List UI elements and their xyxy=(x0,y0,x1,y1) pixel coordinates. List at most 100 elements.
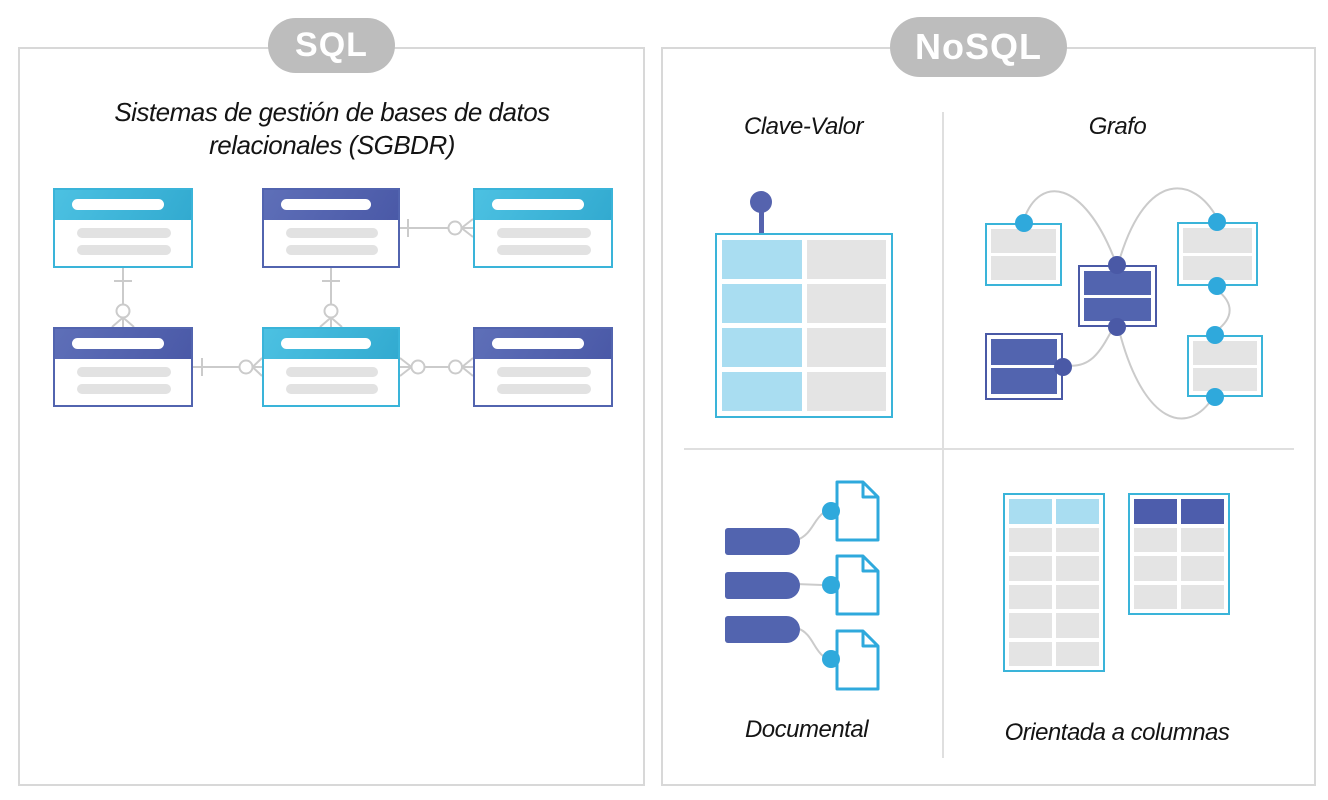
field-placeholder-bar xyxy=(286,367,378,377)
field-placeholder-bar xyxy=(497,228,591,238)
graph-node-icon xyxy=(1187,335,1263,397)
document-label: Documental xyxy=(744,716,869,743)
title-placeholder-bar xyxy=(281,338,371,349)
er-table-body xyxy=(475,359,611,394)
field-placeholder-bar xyxy=(497,367,591,377)
title-placeholder-bar xyxy=(72,338,164,349)
document-icon xyxy=(835,629,880,691)
er-table-header xyxy=(55,329,191,359)
field-placeholder-bar xyxy=(286,384,378,394)
graph-port-icon xyxy=(1208,213,1226,231)
graph-port-icon xyxy=(1054,358,1072,376)
key-cell xyxy=(722,240,802,279)
table-cell xyxy=(1056,641,1099,666)
table-cell xyxy=(1009,556,1052,581)
field-placeholder-bar xyxy=(286,245,378,255)
field-placeholder-bar xyxy=(77,384,171,394)
table-cell xyxy=(1056,556,1099,581)
column-header-cell xyxy=(1134,499,1177,524)
columnar-label: Orientada a columnas xyxy=(1004,719,1230,746)
field-placeholder-bar xyxy=(77,367,171,377)
node-row xyxy=(1183,255,1252,280)
column-header-cell xyxy=(1056,499,1099,524)
er-table-body xyxy=(55,359,191,394)
title-placeholder-bar xyxy=(281,199,371,210)
field-placeholder-bar xyxy=(77,245,171,255)
node-row xyxy=(991,339,1057,365)
document-icon xyxy=(835,480,880,542)
er-table-body xyxy=(55,220,191,255)
graph-port-icon xyxy=(1015,214,1033,232)
er-table-icon xyxy=(53,188,193,268)
title-placeholder-bar xyxy=(492,199,584,210)
graph-port-icon xyxy=(1208,277,1226,295)
value-cell xyxy=(806,240,886,279)
key-value-label: Clave-Valor xyxy=(744,113,864,140)
er-table-icon xyxy=(473,327,613,407)
node-row xyxy=(1084,297,1151,321)
sql-title-line1: Sistemas de gestión de bases de datos xyxy=(114,97,550,127)
document-link-dot xyxy=(822,576,840,594)
node-row xyxy=(991,229,1056,253)
table-cell xyxy=(1134,584,1177,609)
title-placeholder-bar xyxy=(72,199,164,210)
key-cell xyxy=(722,284,802,323)
field-placeholder-bar xyxy=(286,228,378,238)
er-table-header xyxy=(264,329,398,359)
er-table-body xyxy=(264,220,398,255)
er-table-header xyxy=(475,329,611,359)
table-cell xyxy=(1181,556,1224,581)
sql-title: Sistemas de gestión de bases de datos re… xyxy=(38,96,626,162)
field-placeholder-bar xyxy=(497,384,591,394)
sql-title-line2: relacionales (SGBDR) xyxy=(209,130,455,160)
table-cell xyxy=(1009,584,1052,609)
sql-badge: SQL xyxy=(268,18,395,73)
er-table-body xyxy=(475,220,611,255)
field-placeholder-bar xyxy=(77,228,171,238)
node-row xyxy=(991,368,1057,394)
er-table-icon xyxy=(262,327,400,407)
graph-node-icon xyxy=(985,333,1063,400)
graph-label: Grafo xyxy=(1088,113,1147,140)
key-cell xyxy=(722,328,802,367)
table-cell xyxy=(1134,556,1177,581)
key-pin-icon xyxy=(750,191,772,213)
nosql-badge: NoSQL xyxy=(890,17,1067,77)
table-cell xyxy=(1009,613,1052,638)
quadrant-divider-vertical xyxy=(942,112,944,758)
table-cell xyxy=(1009,641,1052,666)
er-table-icon xyxy=(53,327,193,407)
table-cell xyxy=(1056,613,1099,638)
column-table-icon xyxy=(1003,493,1105,672)
node-row xyxy=(1183,228,1252,253)
tag-icon xyxy=(725,528,800,555)
column-table-icon xyxy=(1128,493,1230,615)
nosql-badge-label: NoSQL xyxy=(915,26,1042,67)
document-link-dot xyxy=(822,502,840,520)
field-placeholder-bar xyxy=(497,245,591,255)
table-cell xyxy=(1056,527,1099,552)
er-table-header xyxy=(475,190,611,220)
title-placeholder-bar xyxy=(492,338,584,349)
table-cell xyxy=(1134,527,1177,552)
document-icon xyxy=(835,554,880,616)
value-cell xyxy=(806,372,886,411)
value-cell xyxy=(806,328,886,367)
tag-icon xyxy=(725,572,800,599)
node-row xyxy=(1193,341,1257,365)
graph-port-icon xyxy=(1108,256,1126,274)
table-cell xyxy=(1009,527,1052,552)
key-value-table-icon xyxy=(715,233,893,418)
key-cell xyxy=(722,372,802,411)
node-row xyxy=(1084,271,1151,295)
er-table-icon xyxy=(262,188,400,268)
quadrant-divider-horizontal xyxy=(684,448,1294,450)
er-table-icon xyxy=(473,188,613,268)
table-cell xyxy=(1181,527,1224,552)
column-header-cell xyxy=(1009,499,1052,524)
er-table-header xyxy=(264,190,398,220)
table-cell xyxy=(1181,584,1224,609)
tag-icon xyxy=(725,616,800,643)
node-row xyxy=(991,256,1056,280)
